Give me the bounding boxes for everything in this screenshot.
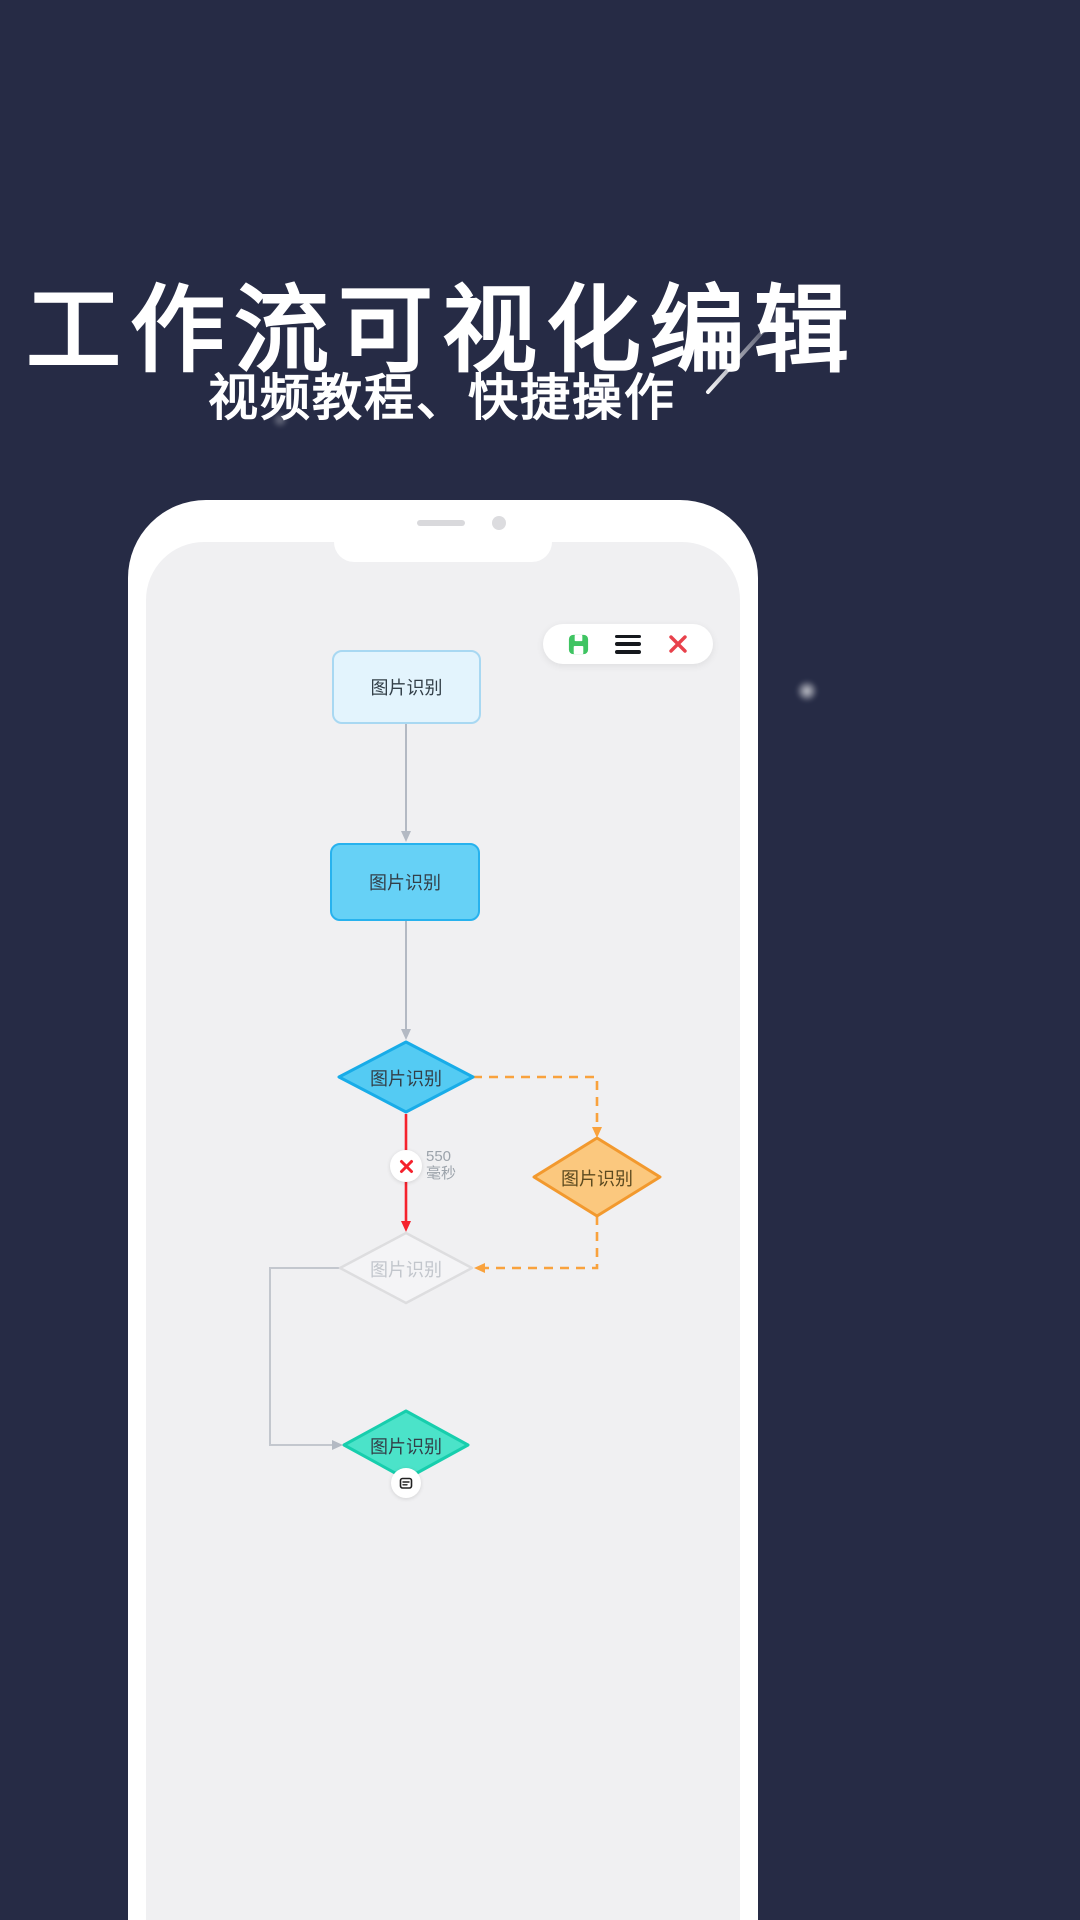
phone-screen: [146, 542, 740, 1920]
node-detail-button[interactable]: [391, 1468, 421, 1498]
speaker-slot: [417, 520, 465, 526]
close-button[interactable]: [663, 629, 693, 659]
node-label-branch: 图片识别: [561, 1169, 633, 1189]
save-button[interactable]: [563, 629, 593, 659]
node-label-end: 图片识别: [370, 1437, 442, 1457]
menu-icon: [615, 634, 641, 654]
flow-node-start[interactable]: 图片识别: [332, 650, 481, 724]
save-icon: [568, 634, 588, 654]
phone-mockup: 图片识别 图片识别 图片识别 图片识别 图片识别 图片识别 550 毫秒: [128, 500, 758, 1920]
error-x-icon: [399, 1159, 413, 1173]
menu-button[interactable]: [613, 629, 643, 659]
close-icon: [669, 635, 687, 653]
error-badge: [390, 1150, 422, 1182]
node-label: 图片识别: [369, 873, 441, 893]
node-label-disabled: 图片识别: [370, 1260, 442, 1280]
page-subtitle: 视频教程、快捷操作: [208, 370, 676, 426]
camera-dot: [492, 516, 506, 530]
duration-value: 550: [426, 1148, 452, 1165]
phone-notch: [334, 500, 552, 562]
page-title: 工作流可视化编辑: [25, 277, 858, 384]
node-label-decision: 图片识别: [370, 1069, 442, 1089]
flow-node-step[interactable]: 图片识别: [330, 843, 480, 921]
canvas-toolbar: [543, 624, 713, 664]
glow-dot: [272, 412, 288, 428]
duration-unit: 毫秒: [426, 1165, 457, 1182]
node-detail-icon: [399, 1477, 413, 1489]
edge-duration-label: 550 毫秒: [426, 1148, 456, 1182]
node-label: 图片识别: [370, 678, 443, 698]
glow-dot: [796, 680, 818, 702]
comet-decoration: [706, 306, 786, 394]
